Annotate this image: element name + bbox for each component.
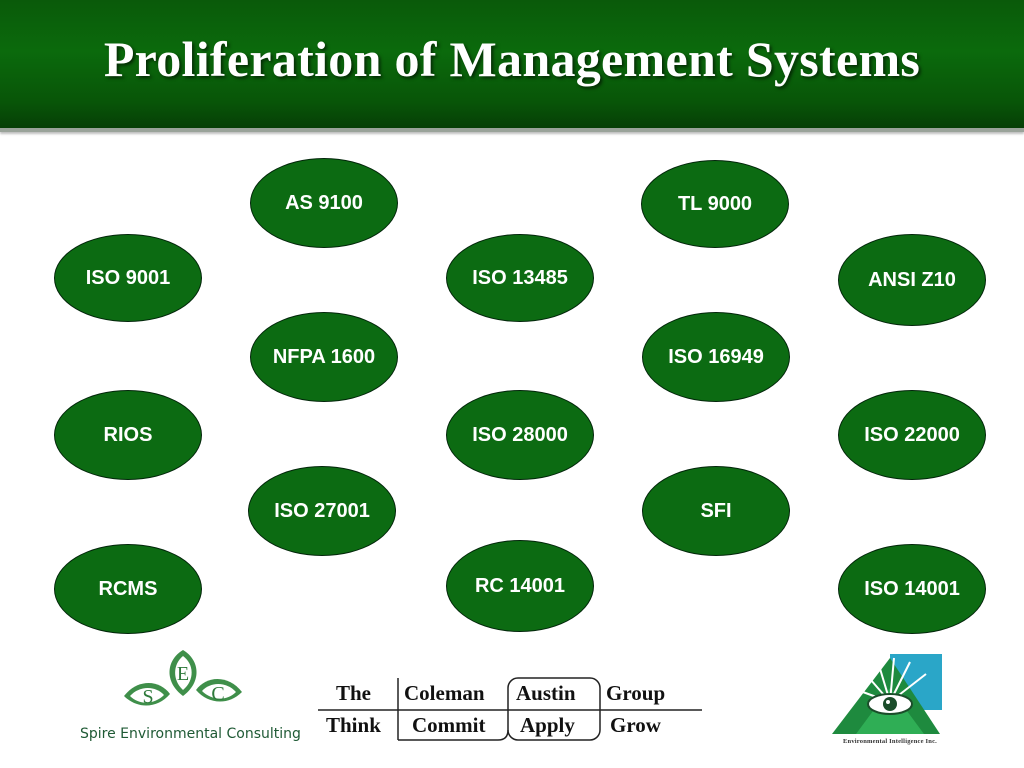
standard-bubble-iso9001: ISO 9001 — [54, 234, 202, 322]
cag-word-austin: Austin — [516, 681, 576, 705]
cag-word-the: The — [336, 681, 372, 705]
standard-bubble-rcms: RCMS — [54, 544, 202, 634]
standard-bubble-as9100: AS 9100 — [250, 158, 398, 248]
standard-bubble-iso22000: ISO 22000 — [838, 390, 986, 480]
cag-word-think: Think — [326, 713, 381, 737]
eii-caption: Environmental Intelligence Inc. — [842, 738, 937, 745]
cag-word-apply: Apply — [520, 713, 575, 737]
standard-bubble-iso16949: ISO 16949 — [642, 312, 790, 402]
cag-word-grow: Grow — [610, 713, 661, 737]
standard-bubble-iso14001: ISO 14001 — [838, 544, 986, 634]
spire-caption: Spire Environmental Consulting — [80, 726, 301, 742]
eii-logo — [830, 648, 942, 738]
standard-bubble-iso27001: ISO 27001 — [248, 466, 396, 556]
eii-eye-icon — [832, 654, 942, 734]
title-banner: Proliferation of Management Systems — [0, 0, 1024, 128]
spire-letter-s: S — [142, 686, 153, 708]
standard-bubble-nfpa1600: NFPA 1600 — [250, 312, 398, 402]
standard-bubble-iso13485: ISO 13485 — [446, 234, 594, 322]
standard-bubble-rc14001: RC 14001 — [446, 540, 594, 632]
spire-letter-c: C — [211, 683, 224, 705]
standard-bubble-rios: RIOS — [54, 390, 202, 480]
cag-word-commit: Commit — [412, 713, 486, 737]
slide-title: Proliferation of Management Systems — [103, 31, 921, 87]
standard-bubble-sfi: SFI — [642, 466, 790, 556]
standard-bubble-tl9000: TL 9000 — [641, 160, 789, 248]
cag-word-coleman: Coleman — [404, 681, 485, 705]
spire-logo: E S C — [118, 648, 248, 724]
spire-leaf-icon: E S C — [124, 650, 242, 708]
cag-frame-lines — [318, 677, 702, 741]
cag-word-group: Group — [606, 681, 666, 705]
standard-bubble-ansi-z10: ANSI Z10 — [838, 234, 986, 326]
standard-bubble-iso28000: ISO 28000 — [446, 390, 594, 480]
spire-letter-e: E — [177, 663, 189, 685]
coleman-austin-group-logo: The Coleman Austin Group Think Commit Ap… — [318, 676, 708, 746]
